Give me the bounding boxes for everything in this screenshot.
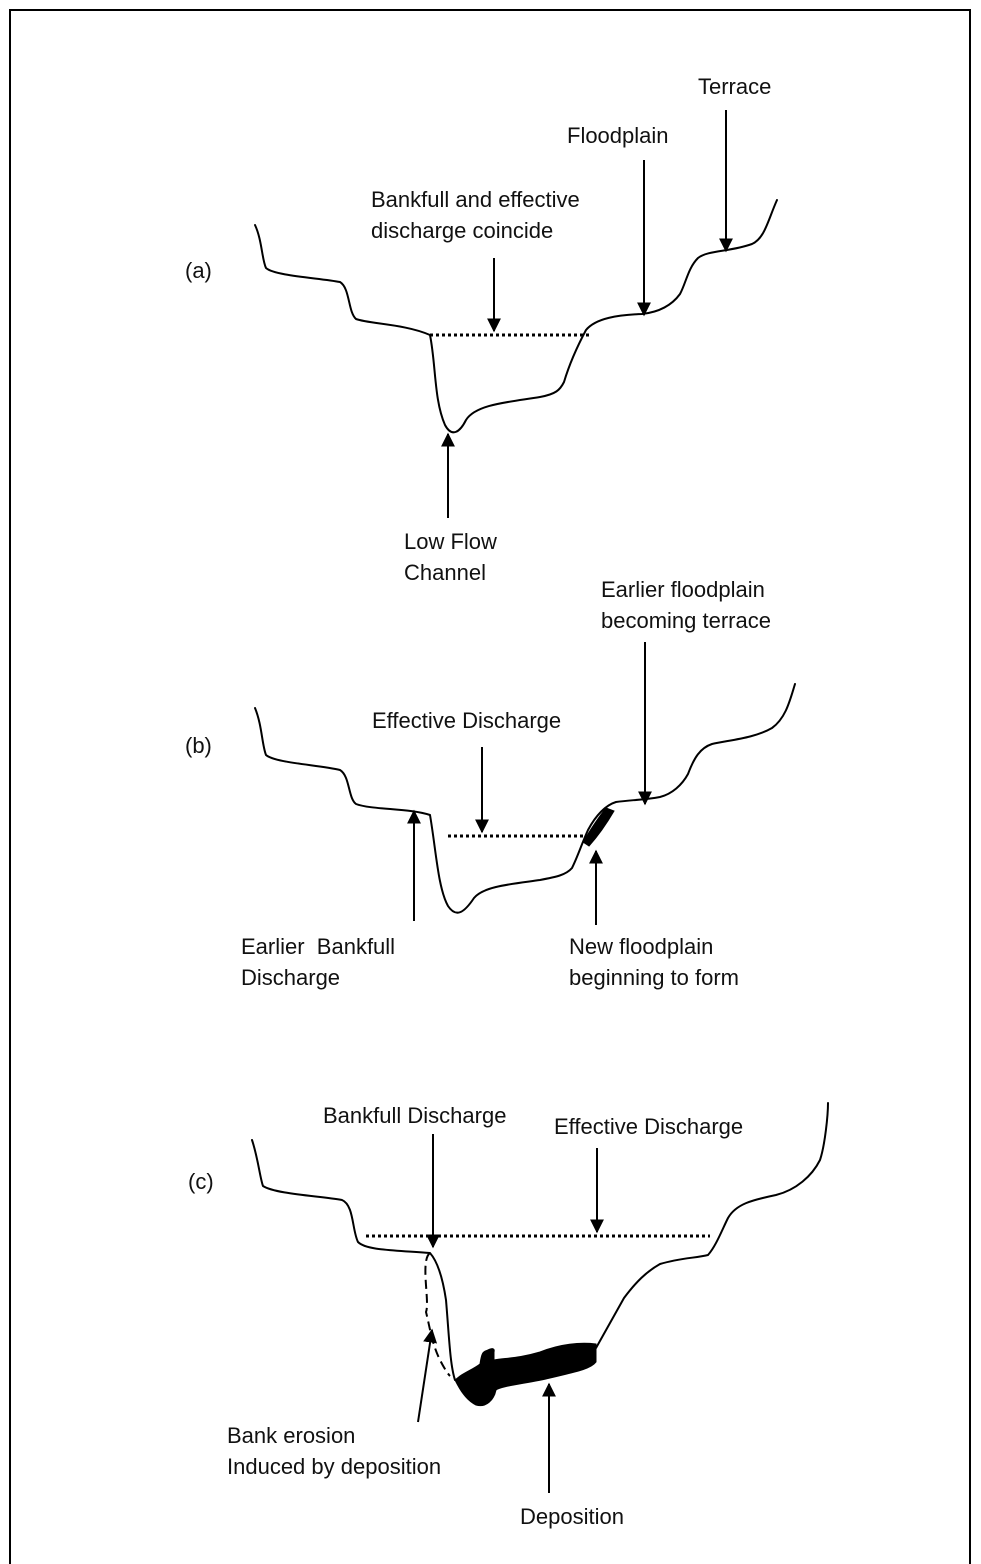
floodplain-label: Floodplain (567, 123, 669, 148)
panel-c-bank-erosion-arrow (417, 1328, 438, 1423)
panel-a-channel-profile (254, 199, 778, 434)
deposition-label: Deposition (520, 1504, 624, 1529)
panel-b-effective-discharge-label: Effective Discharge (372, 708, 562, 733)
panel-b (254, 642, 796, 925)
panel-b-channel-profile (254, 683, 796, 914)
earlier-floodplain-line-2: becoming terrace (601, 608, 771, 633)
earlier-floodplain-line-1: Earlier floodplain (601, 577, 765, 602)
bank-erosion-line-1: Bank erosion (227, 1423, 356, 1448)
figure-frame (9, 9, 971, 1564)
earlier-bankfull-line-2: Discharge (241, 965, 341, 990)
panel-b-tag: (b) (185, 733, 212, 758)
bank-erosion-line-2: Induced by deposition (227, 1454, 442, 1479)
earlier-bankfull-line-1: Earlier Bankfull (241, 934, 396, 959)
bankfull-coincide-line-2: discharge coincide (371, 218, 554, 243)
terrace-label: Terrace (698, 74, 772, 99)
panel-c-channel-profile (251, 1102, 829, 1381)
low-flow-line-1: Low Flow (404, 529, 497, 554)
bankfull-discharge-label: Bankfull Discharge (323, 1103, 507, 1128)
panel-c-tag: (c) (188, 1169, 214, 1194)
panel-b-new-floodplain-deposit (582, 807, 615, 847)
panel-a-tag: (a) (185, 258, 212, 283)
panel-c-deposition (454, 1342, 597, 1407)
bankfull-coincide-line-1: Bankfull and effective (371, 187, 580, 212)
bankfull-coincide-label: Bankfull and effective discharge coincid… (371, 184, 580, 246)
earlier-floodplain-label: Earlier floodplain becoming terrace (601, 574, 771, 636)
low-flow-line-2: Channel (404, 560, 486, 585)
bank-erosion-label: Bank erosion Induced by deposition (227, 1420, 441, 1482)
low-flow-channel-label: Low Flow Channel (404, 526, 497, 588)
panel-a (254, 110, 778, 518)
new-floodplain-label: New floodplain beginning to form (569, 931, 739, 993)
panel-c-effective-discharge-label: Effective Discharge (554, 1114, 744, 1139)
new-floodplain-line-1: New floodplain (569, 934, 714, 959)
panel-c (251, 1102, 829, 1493)
earlier-bankfull-label: Earlier Bankfull Discharge (241, 931, 395, 993)
new-floodplain-line-2: beginning to form (569, 965, 739, 990)
